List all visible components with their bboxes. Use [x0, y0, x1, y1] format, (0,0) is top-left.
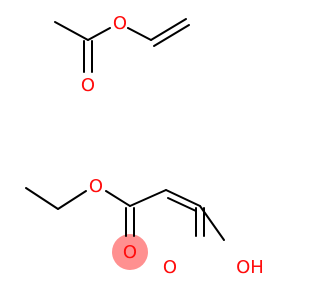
bond-methyl-carbonyl [54, 21, 89, 41]
bond-alkene-left [129, 189, 167, 207]
highlight-marker [112, 234, 148, 270]
bond-vinyl-double-b [153, 24, 190, 47]
bond-acid-carbonyl-hydroxyl [199, 205, 225, 241]
carbonyl-oxygen-label: O [81, 75, 95, 96]
bond-carbonyl-ester-oxygen [87, 27, 111, 41]
structure-svg: O O O O O OH [25, 13, 264, 278]
ester-oxygen-label: O [113, 13, 127, 34]
bond-ethyl-terminal [25, 187, 59, 210]
structure-canvas: O O O O O OH [25, 13, 264, 278]
vinyl-acetate: O O [54, 13, 190, 96]
acid-carbonyl-oxygen-label: O [163, 257, 177, 278]
bond-ethyl-oxygen [57, 190, 87, 210]
bond-ester-oxygen-carbonyl [105, 190, 131, 207]
monoethyl-maleate: O O O OH [25, 176, 264, 278]
ester-carbonyl-oxygen-label: O [123, 242, 137, 263]
bond-alkene-double-b [167, 197, 197, 212]
bond-alkene-double-a [165, 189, 201, 207]
hydroxyl-label: OH [236, 257, 264, 278]
bond-ester-oxygen-vinyl [127, 27, 152, 41]
ethyl-oxygen-label: O [89, 176, 103, 197]
bond-vinyl-double-a [150, 18, 187, 41]
